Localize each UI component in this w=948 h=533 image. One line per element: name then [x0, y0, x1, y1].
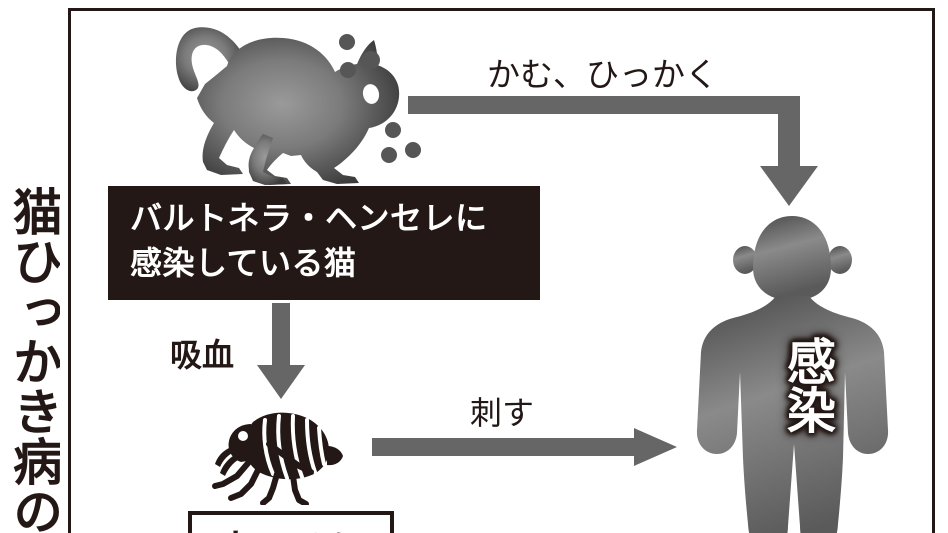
sting-arrow	[372, 428, 677, 466]
infected-cat-caption-box: バルトネラ・ヘンセレに 感染している猫	[108, 186, 540, 300]
bite-scratch-arrow	[408, 88, 818, 216]
caption-line-1: バルトネラ・ヘンセレに	[130, 199, 488, 237]
sting-arrow-label: 刺す	[470, 394, 535, 432]
blood-suck-arrow	[257, 303, 305, 399]
flea-name-box: ネコノミ	[188, 511, 394, 533]
caption-line-2: 感染している猫	[130, 244, 357, 283]
flea-icon	[207, 400, 347, 505]
human-silhouette-icon	[690, 212, 895, 533]
cat-silhouette-icon	[165, 18, 430, 190]
content-frame-border	[68, 8, 935, 533]
vertical-page-title: 猫ひっかき病の感	[5, 186, 60, 533]
infection-status-label: 感染	[779, 336, 836, 434]
flea-name-text: ネコノミ	[192, 519, 390, 533]
blood-suck-arrow-label: 吸血	[170, 336, 235, 374]
bite-scratch-arrow-label: かむ、ひっかく	[487, 55, 718, 94]
